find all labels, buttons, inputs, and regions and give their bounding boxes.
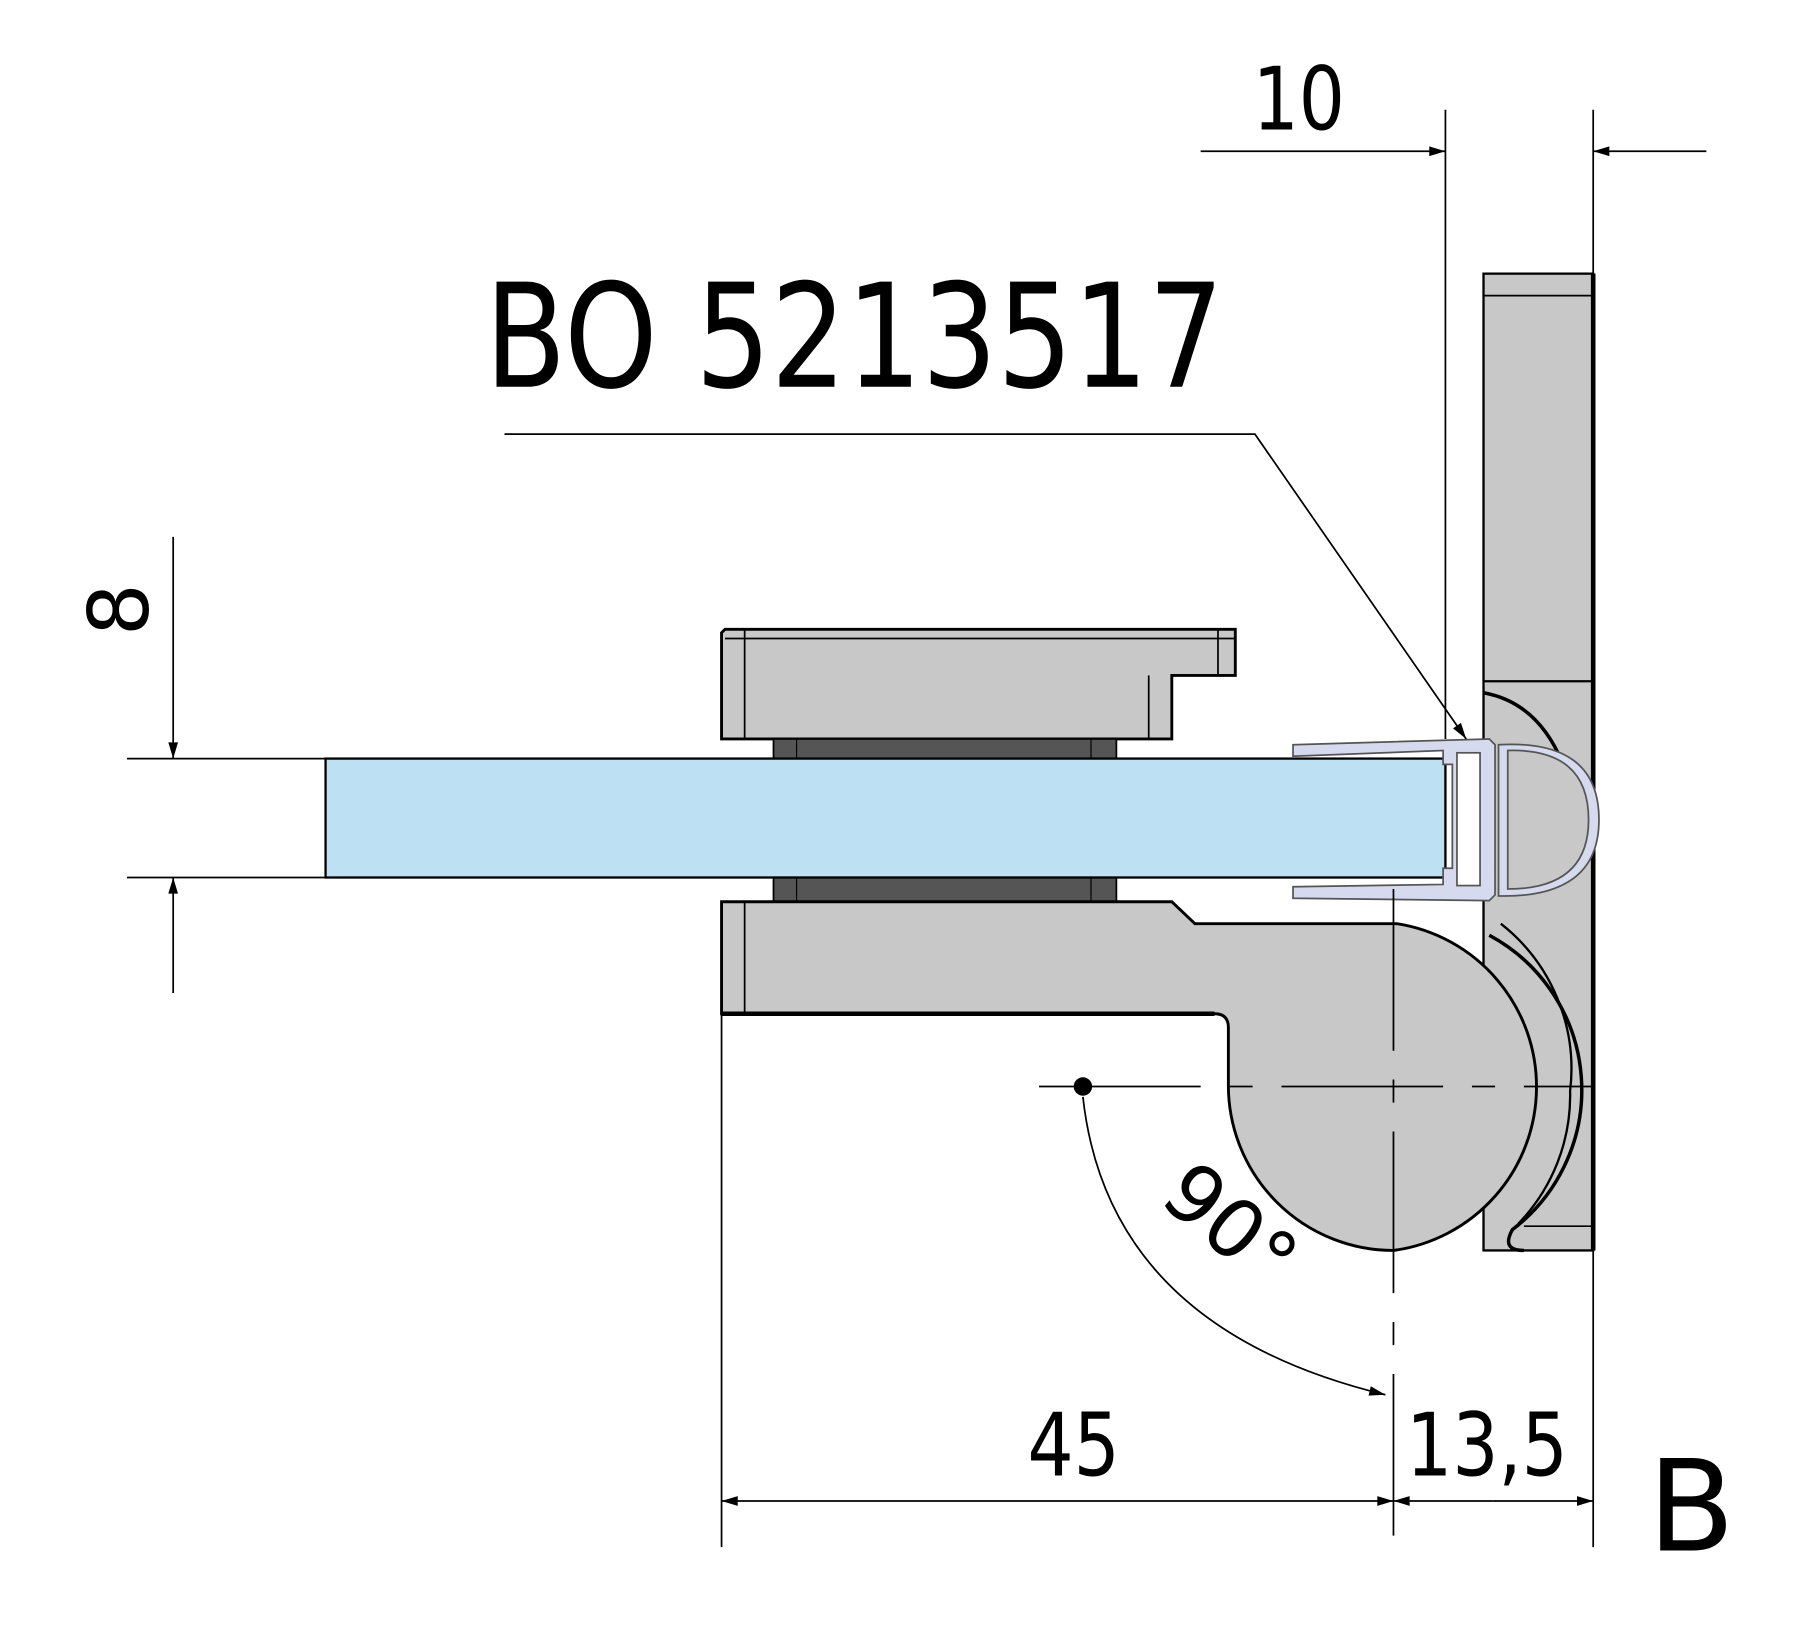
view-label: B bbox=[1648, 1433, 1735, 1581]
gaskets bbox=[772, 738, 1118, 903]
top-clamp-plate bbox=[720, 627, 1237, 741]
dimension-label-offset-top: 10 bbox=[1253, 48, 1345, 150]
dimension-offset-top bbox=[1200, 109, 1707, 739]
center-lines bbox=[1039, 889, 1594, 1548]
part-leader bbox=[504, 433, 1467, 740]
dimension-glass-thickness bbox=[126, 536, 326, 993]
dimension-label-pivot-offset: 13,5 bbox=[1406, 1395, 1568, 1497]
seal-profile bbox=[1292, 738, 1600, 902]
dimension-label-glass-thickness: 8 bbox=[71, 583, 168, 636]
pivot-dot bbox=[1073, 1077, 1093, 1096]
part-label: BO 5213517 bbox=[485, 254, 1224, 422]
glass-panel bbox=[324, 757, 1447, 879]
dimension-bottom bbox=[720, 1013, 1595, 1548]
bottom-clamp-body bbox=[720, 900, 1538, 1252]
angle-arc bbox=[1082, 1096, 1386, 1396]
dimension-label-clamp-length: 45 bbox=[1027, 1395, 1119, 1497]
